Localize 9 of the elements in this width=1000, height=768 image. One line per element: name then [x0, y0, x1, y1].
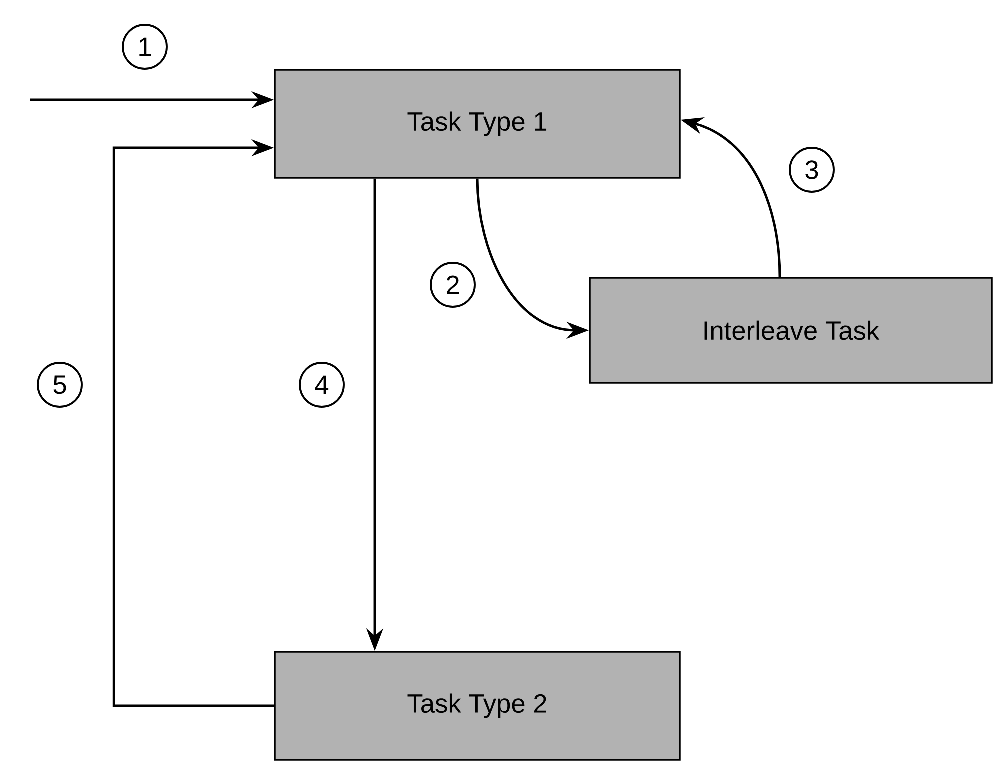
callout-number: 4 — [299, 362, 345, 408]
callout-number: 5 — [37, 362, 83, 408]
process-box: Task Type 1 — [274, 69, 681, 179]
process-box: Task Type 2 — [274, 651, 681, 761]
arrow — [112, 139, 274, 708]
callout-number: 3 — [789, 147, 835, 193]
callout-number: 2 — [430, 262, 476, 308]
callout-number: 1 — [122, 24, 168, 70]
process-box: Interleave Task — [589, 277, 993, 384]
